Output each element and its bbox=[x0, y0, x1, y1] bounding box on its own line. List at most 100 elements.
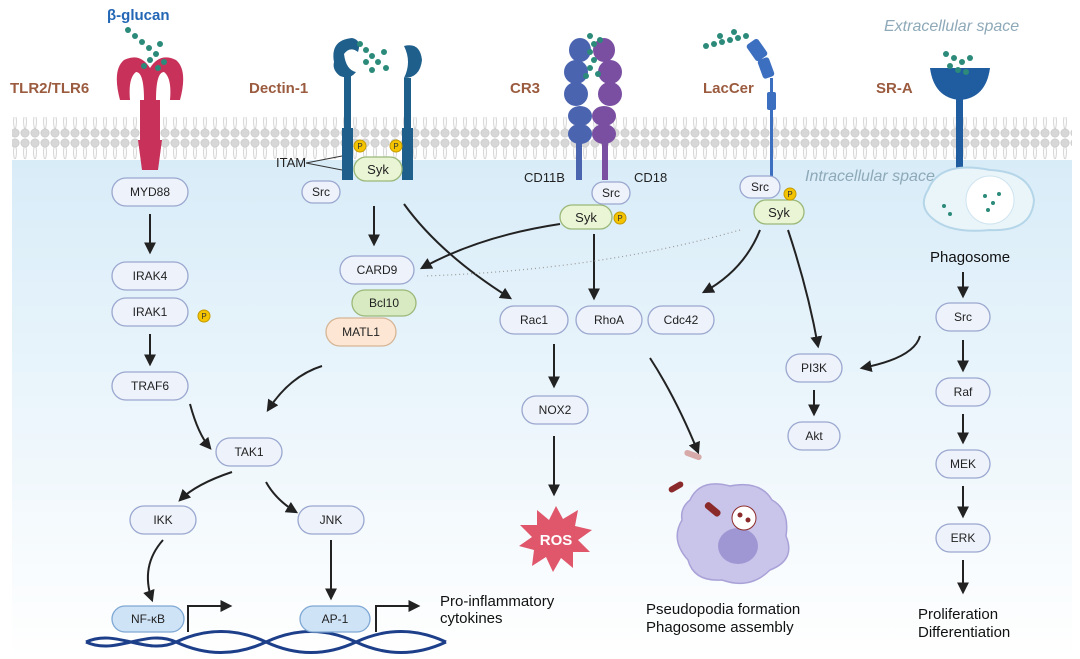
svg-text:P: P bbox=[357, 142, 362, 151]
svg-text:Akt: Akt bbox=[805, 429, 823, 443]
svg-text:NOX2: NOX2 bbox=[539, 403, 572, 417]
cytokines-label-2: cytokines bbox=[440, 610, 503, 627]
pathway-arrows bbox=[143, 203, 969, 603]
macrophage-cell-icon bbox=[668, 449, 790, 585]
dectin-1-receptor-icon bbox=[333, 38, 422, 180]
src-sra-node: Src bbox=[935, 302, 991, 332]
erk-node: ERK bbox=[935, 523, 991, 553]
raf-node: Raf bbox=[935, 377, 991, 407]
tlr-receptor-label: TLR2/TLR6 bbox=[10, 80, 89, 97]
cr3-receptor-icon bbox=[564, 38, 622, 180]
svg-text:Raf: Raf bbox=[954, 385, 973, 399]
cdc42-node: Cdc42 bbox=[647, 305, 715, 335]
itam-label: ITAM bbox=[276, 155, 306, 170]
proliferation-label: Proliferation bbox=[918, 606, 998, 623]
laccer-receptor-label: LacCer bbox=[703, 80, 754, 97]
svg-text:P: P bbox=[617, 214, 622, 223]
ap1-node: AP-1 bbox=[299, 605, 371, 633]
src-laccer-node: Src bbox=[739, 175, 781, 199]
sr-a-receptor-icon bbox=[930, 68, 990, 178]
syk-dectin-node: Syk bbox=[353, 156, 403, 182]
laccer-receptor-icon bbox=[746, 38, 776, 178]
svg-text:MATL1: MATL1 bbox=[342, 325, 380, 339]
svg-text:IRAK1: IRAK1 bbox=[133, 305, 168, 319]
cd11b-label: CD11B bbox=[524, 170, 565, 185]
matl1-node: MATL1 bbox=[325, 317, 397, 347]
tlr2-tlr6-receptor-icon bbox=[116, 57, 184, 170]
irak1-node: IRAK1 bbox=[111, 297, 189, 327]
svg-text:Bcl10: Bcl10 bbox=[369, 296, 399, 310]
card9-node: CARD9 bbox=[339, 255, 415, 285]
svg-text:NF-κB: NF-κB bbox=[131, 612, 165, 626]
phospho-cr3: P bbox=[613, 211, 627, 225]
rac1-node: Rac1 bbox=[499, 305, 569, 335]
tak1-node: TAK1 bbox=[215, 437, 283, 467]
ros-burst-icon: ROS bbox=[519, 506, 592, 572]
svg-text:P: P bbox=[787, 190, 792, 199]
bcl10-node: Bcl10 bbox=[351, 289, 417, 317]
sra-receptor-label: SR-A bbox=[876, 80, 913, 97]
nfkb-transcription-arrow bbox=[187, 600, 233, 632]
svg-text:RhoA: RhoA bbox=[594, 313, 624, 327]
svg-text:MEK: MEK bbox=[950, 457, 976, 471]
intracellular-space-label: Intracellular space bbox=[805, 168, 935, 185]
ap1-transcription-arrow bbox=[375, 600, 421, 632]
svg-text:IKK: IKK bbox=[153, 513, 172, 527]
differentiation-label: Differentiation bbox=[918, 624, 1010, 641]
itam-connector-2 bbox=[305, 162, 343, 171]
src-cr3-node: Src bbox=[591, 181, 631, 205]
cr3-receptor-label: CR3 bbox=[510, 80, 540, 97]
traf6-node: TRAF6 bbox=[111, 371, 189, 401]
svg-text:Cdc42: Cdc42 bbox=[664, 313, 699, 327]
cytokines-label-1: Pro-inflammatory bbox=[440, 593, 555, 610]
svg-text:TAK1: TAK1 bbox=[234, 445, 263, 459]
syk-laccer-node: Syk bbox=[753, 199, 805, 225]
svg-text:Rac1: Rac1 bbox=[520, 313, 548, 327]
sra-glucan-molecule-icon bbox=[943, 51, 973, 75]
extracellular-space-label: Extracellular space bbox=[884, 18, 1019, 35]
cd18-label: CD18 bbox=[634, 170, 667, 185]
phospho-irak1: P bbox=[197, 309, 211, 323]
svg-text:IRAK4: IRAK4 bbox=[133, 269, 168, 283]
svg-text:Src: Src bbox=[602, 186, 620, 200]
svg-text:Syk: Syk bbox=[768, 205, 790, 220]
svg-text:P: P bbox=[201, 312, 206, 321]
dectin-receptor-label: Dectin-1 bbox=[249, 80, 308, 97]
beta-glucan-label: β-glucan bbox=[107, 7, 170, 24]
pi3k-node: PI3K bbox=[785, 353, 843, 383]
mek-node: MEK bbox=[935, 449, 991, 479]
myd88-node: MYD88 bbox=[111, 177, 189, 207]
nfkb-node: NF-κB bbox=[111, 605, 185, 633]
irak4-node: IRAK4 bbox=[111, 261, 189, 291]
svg-text:CARD9: CARD9 bbox=[357, 263, 398, 277]
akt-node: Akt bbox=[787, 421, 841, 451]
svg-text:Src: Src bbox=[954, 310, 972, 324]
dectin-glucan-molecule-icon bbox=[357, 41, 389, 73]
phagosome-icon bbox=[922, 166, 1036, 232]
cr3-glucan-molecule-icon bbox=[583, 33, 603, 79]
svg-text:Syk: Syk bbox=[367, 162, 389, 177]
svg-text:Src: Src bbox=[751, 180, 769, 194]
svg-text:ROS: ROS bbox=[540, 532, 573, 549]
laccer-glucan-molecule-icon bbox=[703, 29, 749, 49]
svg-text:ERK: ERK bbox=[951, 531, 976, 545]
syk-cr3-node: Syk bbox=[559, 204, 613, 230]
svg-text:PI3K: PI3K bbox=[801, 361, 827, 375]
rhoa-node: RhoA bbox=[575, 305, 643, 335]
pseudopodia-label: Pseudopodia formation bbox=[646, 601, 800, 618]
svg-text:TRAF6: TRAF6 bbox=[131, 379, 169, 393]
src-dectin-node: Src bbox=[301, 180, 341, 204]
ikk-node: IKK bbox=[129, 505, 197, 535]
cell-membrane bbox=[12, 114, 1072, 160]
phagosome-label: Phagosome bbox=[930, 249, 1010, 266]
jnk-node: JNK bbox=[297, 505, 365, 535]
svg-text:Syk: Syk bbox=[575, 210, 597, 225]
phospho-dectin-2: P bbox=[389, 139, 403, 153]
itam-connector bbox=[305, 155, 343, 164]
svg-text:JNK: JNK bbox=[320, 513, 343, 527]
nox2-node: NOX2 bbox=[521, 395, 589, 425]
phospho-dectin-1: P bbox=[353, 139, 367, 153]
phagosome-assembly-label: Phagosome assembly bbox=[646, 619, 794, 636]
phospho-laccer: P bbox=[783, 187, 797, 201]
